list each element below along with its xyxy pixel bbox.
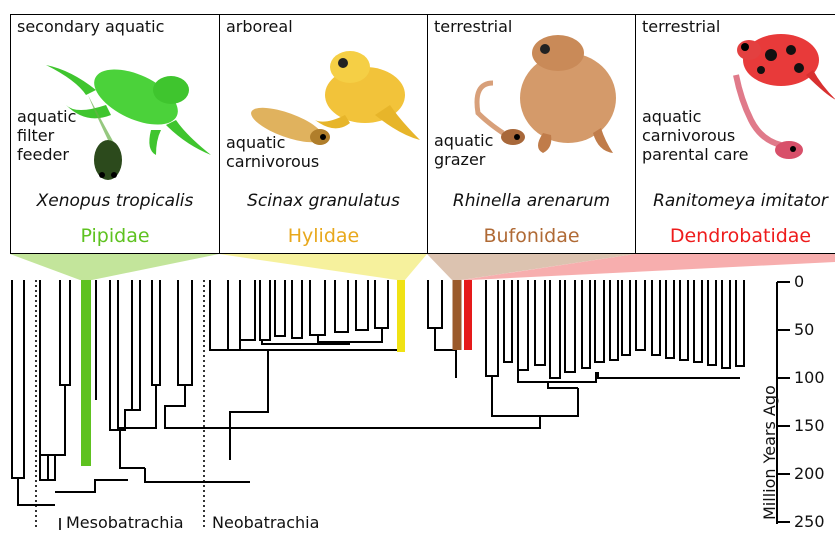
- clade-label-neobatrachia: Neobatrachia: [212, 513, 319, 532]
- pipidae-funnel: [10, 254, 219, 280]
- hylidae-funnel: [219, 254, 427, 280]
- tick-label: 250: [794, 512, 825, 531]
- tick-label: 0: [794, 272, 804, 291]
- tick-label: 50: [794, 320, 814, 339]
- tick-label: 100: [794, 368, 825, 387]
- tick-label: 200: [794, 464, 825, 483]
- clade-label-mesobatrachia: Mesobatrachia: [66, 513, 184, 532]
- tree-branches: [12, 280, 744, 505]
- tick-label: 150: [794, 416, 825, 435]
- axis-title: Million Years Ago: [760, 385, 779, 520]
